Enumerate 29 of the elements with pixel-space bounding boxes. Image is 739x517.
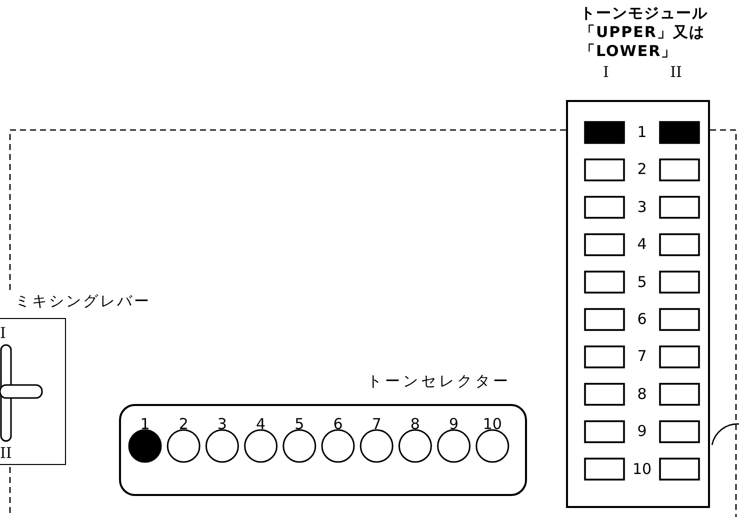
number-label: II: [670, 64, 682, 80]
number-label: 6: [637, 311, 647, 327]
number-label: 1: [637, 124, 647, 140]
number-label: 8: [637, 386, 647, 402]
number-label: 3: [217, 416, 227, 432]
number-label: 5: [294, 416, 304, 432]
number-label: 8: [410, 416, 420, 432]
heading-label: ミキシングレバー: [15, 292, 151, 310]
number-label: 9: [637, 423, 647, 440]
number-label: I: [603, 64, 609, 80]
heading-label: トーンセレクター: [367, 372, 511, 390]
number-label: I: [0, 325, 6, 341]
number-label: 6: [333, 416, 343, 432]
dashed-line: [9, 129, 566, 292]
number-label: 3: [637, 198, 647, 215]
number-label: 9: [449, 416, 459, 432]
number-label: 7: [637, 348, 647, 364]
number-label: 10: [632, 460, 652, 477]
number-label: 4: [637, 236, 647, 252]
number-label: 2: [178, 416, 188, 432]
number-label: 7: [372, 416, 382, 432]
number-label: 2: [637, 161, 647, 178]
heading-label: トーンモジュール「UPPER」又は「LOWER」: [580, 4, 709, 61]
dashed-line: [710, 129, 737, 517]
number-label: 5: [637, 274, 647, 290]
number-label: II: [0, 445, 12, 461]
number-label: 10: [482, 416, 502, 432]
number-label: 4: [256, 416, 266, 432]
number-label: 1: [140, 416, 150, 432]
